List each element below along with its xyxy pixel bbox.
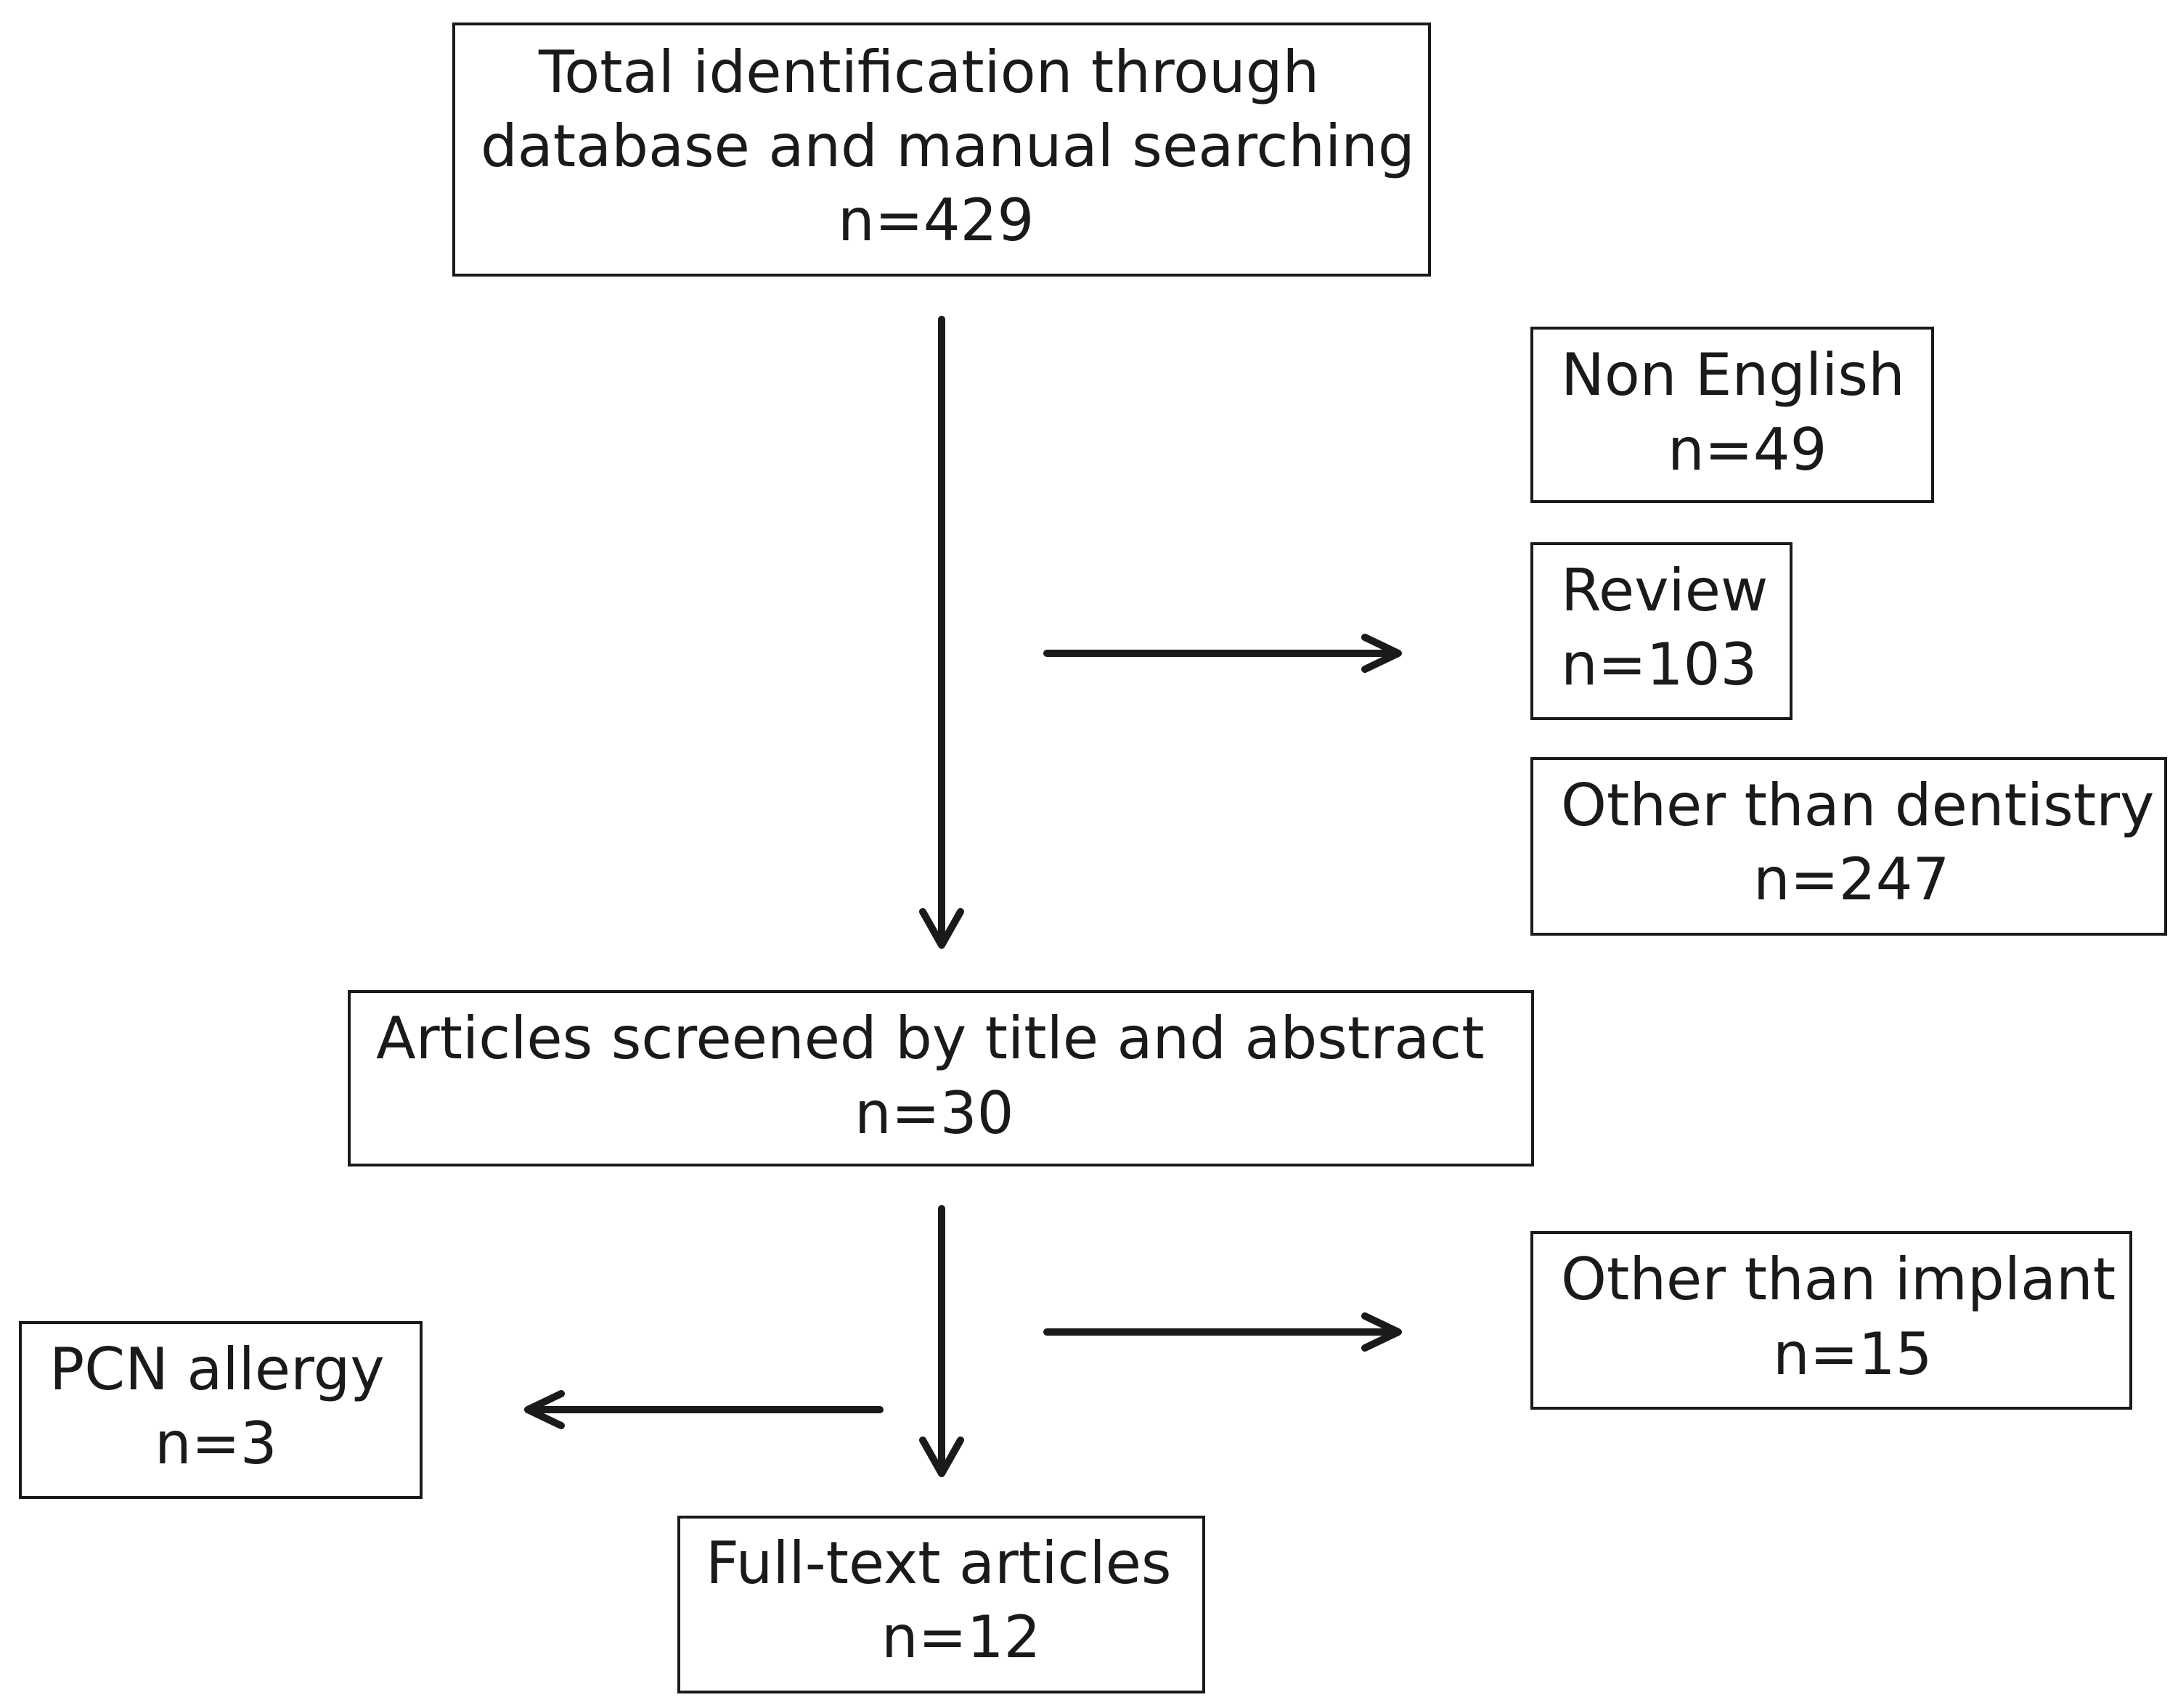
arrow-exclusions-right <box>1043 634 1402 673</box>
arrow-screened-to-fulltext <box>919 1205 964 1477</box>
review-label: Review <box>1561 557 1769 624</box>
non-english-count: n=49 <box>1668 416 1827 483</box>
full-text-articles-count: n=12 <box>881 1603 1041 1671</box>
articles-screened-label: Articles screened by title and abstract <box>376 1005 1485 1072</box>
review-count: n=103 <box>1561 631 1758 698</box>
other-than-implant-label: Other than implant <box>1561 1246 2116 1313</box>
pcn-allergy-label: PCN allergy <box>49 1336 385 1403</box>
non-english-box: Non English n=49 <box>1530 327 1934 503</box>
pcn-allergy-count: n=3 <box>155 1410 277 1477</box>
arrow-total-to-screened <box>919 316 964 949</box>
articles-screened-box: Articles screened by title and abstract … <box>348 990 1534 1166</box>
arrow-other-than-implant <box>1043 1312 1402 1352</box>
total-identification-count: n=429 <box>838 187 1035 254</box>
full-text-articles-box: Full-text articles n=12 <box>677 1516 1205 1693</box>
full-text-articles-label: Full-text articles <box>706 1529 1172 1597</box>
non-english-label: Non English <box>1561 341 1905 409</box>
other-than-dentistry-label: Other than dentistry <box>1561 772 2155 839</box>
other-than-dentistry-box: Other than dentistry n=247 <box>1530 757 2167 936</box>
other-than-implant-count: n=15 <box>1773 1320 1933 1388</box>
total-identification-box: Total identification through database an… <box>452 23 1431 277</box>
articles-screened-count: n=30 <box>855 1079 1014 1147</box>
other-than-dentistry-count: n=247 <box>1753 846 1950 913</box>
other-than-implant-box: Other than implant n=15 <box>1530 1231 2132 1410</box>
total-identification-line2: database and manual searching <box>481 113 1415 180</box>
arrow-pcn-allergy <box>524 1390 884 1429</box>
review-box: Review n=103 <box>1530 542 1792 720</box>
pcn-allergy-box: PCN allergy n=3 <box>19 1321 423 1499</box>
total-identification-line1: Total identification through <box>539 38 1320 106</box>
